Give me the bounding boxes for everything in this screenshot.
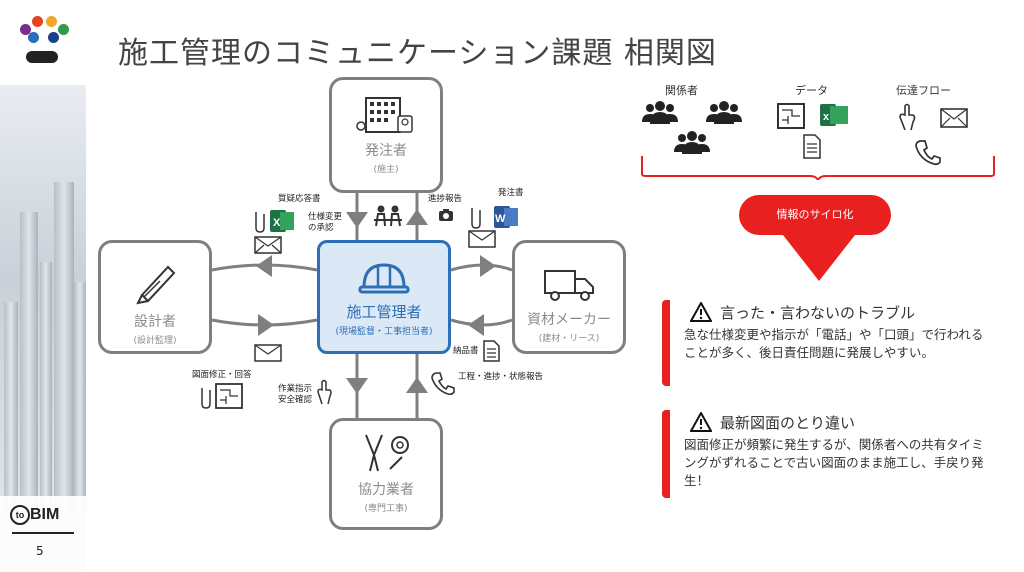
label-progress-report: 進捗報告 [428, 194, 463, 204]
blueprint-icon [201, 383, 243, 409]
phone-icon [431, 372, 455, 396]
logo-dot [28, 32, 39, 43]
issue-accent-bar [662, 300, 670, 386]
legend-stakeholders: 関係者 [665, 84, 698, 97]
logo-dot [48, 32, 59, 43]
node-maker-name: 資材メーカー [527, 312, 611, 328]
node-maker: 資材メーカー (建材・リース) [512, 240, 626, 354]
silo-badge: 情報のサイロ化 [739, 195, 891, 235]
tools-icon [365, 434, 409, 472]
hardhat-icon [358, 263, 410, 294]
issue-accent-bar [662, 410, 670, 498]
svg-text:x: x [823, 111, 830, 123]
building-icon [356, 97, 413, 133]
svg-text:X: X [273, 217, 281, 229]
arrow-right [258, 314, 274, 336]
node-owner-name: 発注者 [365, 143, 407, 159]
label-drawing-fix: 図面修正・回答 [192, 370, 252, 380]
excel-icon: X [255, 210, 294, 233]
label-qa-doc: 質疑応答書 [278, 194, 321, 204]
node-owner: 発注者 (施主) [329, 77, 443, 193]
node-partner-name: 協力業者 [358, 482, 414, 498]
node-designer-sub: (設計監理) [133, 336, 177, 346]
arrow-right [480, 255, 496, 277]
label-order-doc: 発注書 [498, 188, 524, 198]
brand-rule [12, 532, 74, 534]
node-owner-sub: (施主) [373, 165, 399, 175]
arrow-left [256, 255, 272, 277]
mail-icon [254, 236, 282, 254]
excel-icon: x [820, 104, 848, 126]
arrow-up [406, 209, 428, 225]
node-manager: 施工管理者 (現場監督・工事担当者) [317, 240, 451, 354]
brand-text: BIM [30, 506, 60, 524]
issue-card: 最新図面のとり違い 図面修正が頻繁に発生するが、関係者への共有タイミングがずれる… [662, 410, 992, 498]
node-maker-sub: (建材・リース) [538, 334, 600, 344]
hand-pointer-icon [317, 379, 332, 405]
camera-icon [439, 209, 453, 221]
legend-flow: 伝達フロー [896, 84, 951, 97]
phone-icon [915, 140, 941, 166]
label-delivery-doc: 納品書 [453, 346, 479, 356]
logo-dot [58, 24, 69, 35]
warning-icon [690, 412, 712, 432]
arrow-up [406, 377, 428, 393]
page-number: 5 [36, 544, 44, 558]
hand-pointer-icon [899, 103, 916, 131]
node-manager-sub: (現場監督・工事担当者) [335, 327, 433, 337]
issue-card: 言った・言わないのトラブル 急な仕様変更や指示が「電話」や「口頭」で行われること… [662, 300, 992, 386]
arrow-left [468, 314, 484, 336]
logo-dot [20, 24, 31, 35]
logo-bar [26, 51, 58, 63]
meeting-icon [374, 205, 402, 227]
mail-icon [468, 230, 496, 248]
document-icon [483, 340, 500, 362]
slide-title: 施工管理のコミュニケーション課題 相関図 [118, 36, 717, 71]
pen-nib-icon [136, 265, 176, 305]
logo-dot [46, 16, 57, 27]
issue-title: 最新図面のとり違い [720, 414, 856, 432]
label-work-instruction: 作業指示 安全確認 [278, 384, 313, 405]
truck-icon [544, 270, 594, 301]
blueprint-icon [777, 103, 805, 129]
label-spec-change: 仕様変更 の承認 [308, 212, 343, 233]
node-designer: 設計者 (設計監理) [98, 240, 212, 354]
node-manager-name: 施工管理者 [346, 303, 422, 321]
node-designer-name: 設計者 [134, 314, 176, 330]
issue-body: 図面修正が頻繁に発生するが、関係者への共有タイミングがずれることで古い図面のまま… [684, 437, 984, 488]
document-icon [803, 134, 821, 159]
brand-prefix: to [10, 505, 30, 525]
node-partner-sub: (専門工事) [364, 504, 408, 514]
issue-body: 急な仕様変更や指示が「電話」や「口頭」で行われることが多く、後日責任問題に発展し… [684, 327, 984, 360]
legend-data: データ [795, 84, 828, 97]
svg-text:W: W [495, 213, 506, 225]
city-background-image [0, 85, 86, 572]
down-arrow [783, 235, 855, 281]
word-icon: W [471, 206, 518, 229]
warning-icon [690, 302, 712, 322]
company-logo [18, 14, 70, 66]
arrow-down [346, 378, 368, 394]
mail-icon [254, 344, 282, 362]
issue-title: 言った・言わないのトラブル [720, 304, 916, 322]
mail-icon [940, 108, 968, 128]
node-partner: 協力業者 (専門工事) [329, 418, 443, 530]
label-daily-report: 工程・進捗・状態報告 [458, 372, 544, 382]
arrow-down [346, 212, 368, 228]
people-icon [642, 101, 742, 154]
logo-dot [32, 16, 43, 27]
red-bracket [641, 156, 995, 180]
